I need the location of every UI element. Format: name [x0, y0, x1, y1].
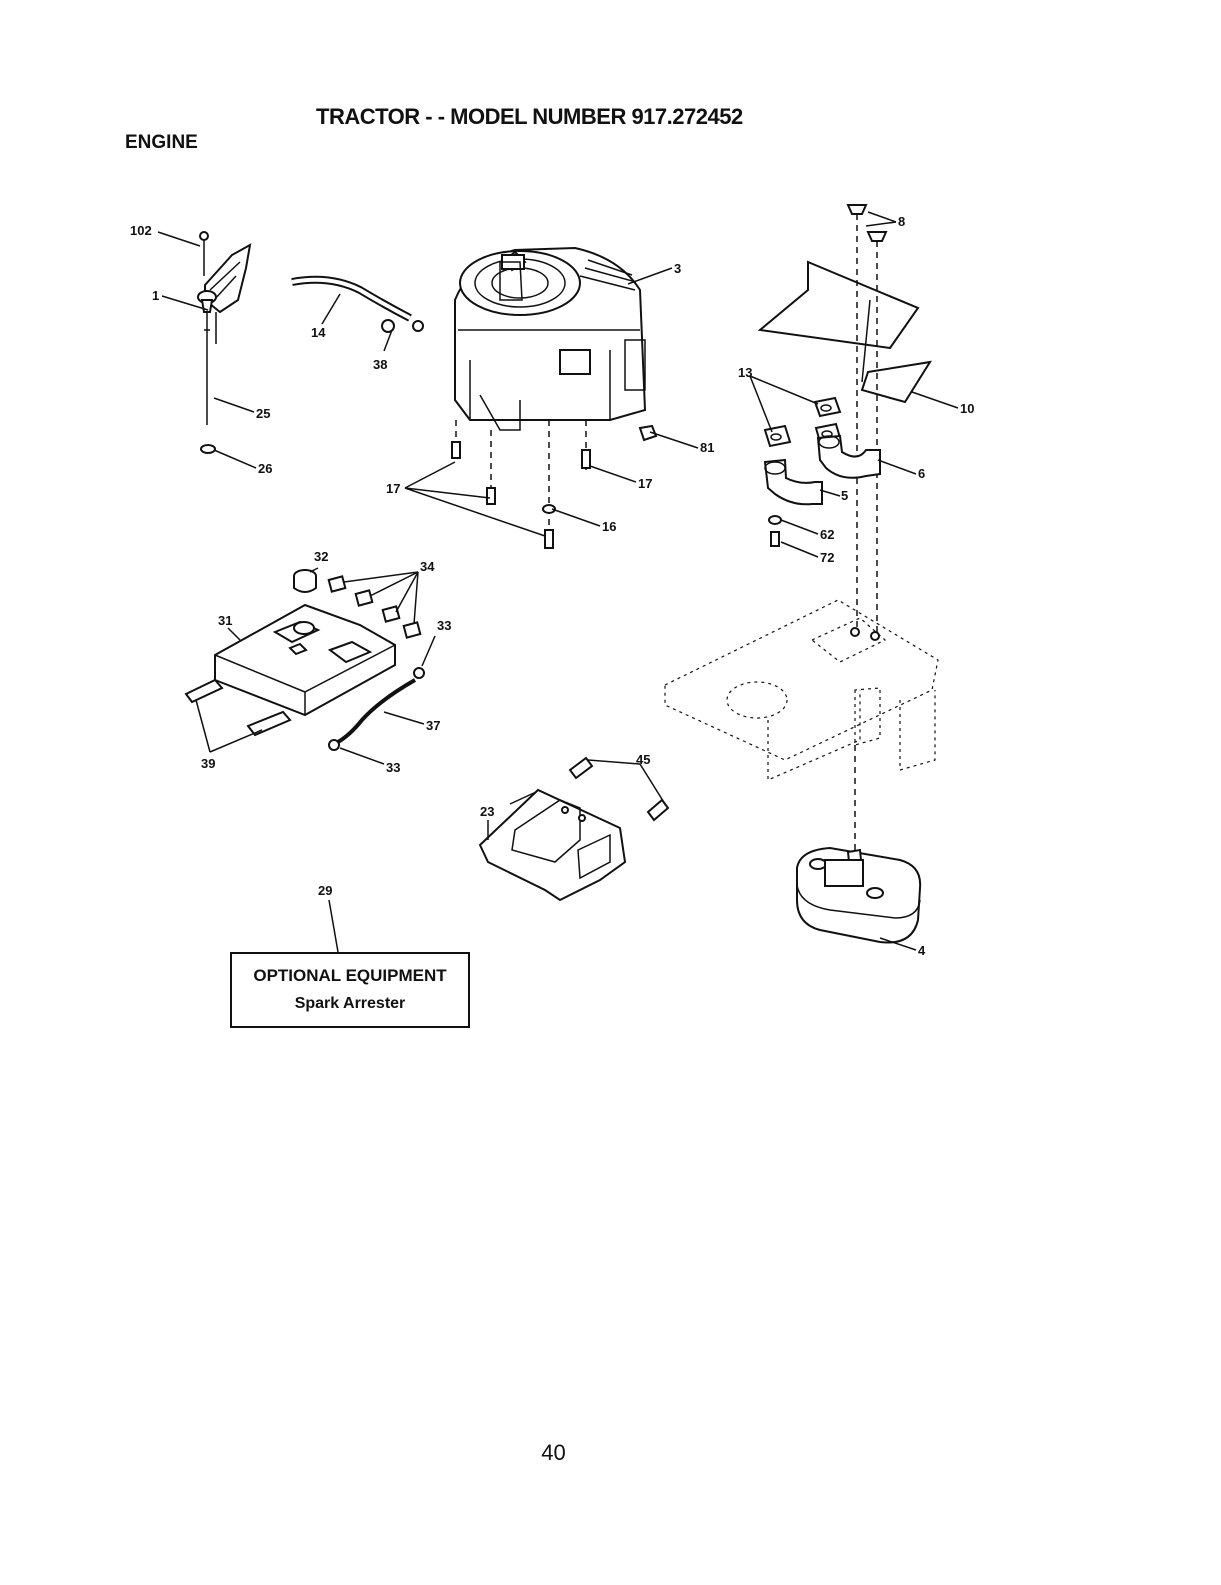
callout-33-top: 33 [437, 619, 451, 633]
dipstick-part [198, 291, 216, 425]
engine-part [455, 248, 645, 430]
muffler-part [797, 848, 920, 943]
callout-14: 14 [311, 326, 325, 340]
mounting-bolts-part [452, 420, 590, 548]
callout-5: 5 [841, 489, 848, 503]
callout-8: 8 [898, 215, 905, 229]
callout-29: 29 [318, 884, 332, 898]
callout-17-left: 17 [386, 482, 400, 496]
callout-1: 1 [152, 289, 159, 303]
callout-38: 38 [373, 358, 387, 372]
optional-equipment-item: Spark Arrester [232, 995, 468, 1013]
washer-62-part [769, 516, 781, 524]
exhaust-pipe-5-part [765, 460, 822, 504]
callout-102: 102 [130, 224, 152, 238]
page-number: 40 [0, 1440, 1107, 1466]
cap-32-part [294, 570, 316, 592]
callout-3: 3 [674, 262, 681, 276]
callout-34: 34 [420, 560, 434, 574]
callout-39: 39 [201, 757, 215, 771]
seal-26-part [201, 445, 215, 453]
callout-4: 4 [918, 944, 925, 958]
callout-33-bottom: 33 [386, 761, 400, 775]
callout-16: 16 [602, 520, 616, 534]
callout-6: 6 [918, 467, 925, 481]
screw-102-part [200, 232, 208, 276]
callout-37: 37 [426, 719, 440, 733]
callout-31: 31 [218, 614, 232, 628]
callout-81: 81 [700, 441, 714, 455]
callout-26: 26 [258, 462, 272, 476]
heat-shield-part [760, 262, 930, 402]
optional-equipment-box: OPTIONAL EQUIPMENT Spark Arrester [230, 952, 470, 1028]
callout-13: 13 [738, 366, 752, 380]
callout-62: 62 [820, 528, 834, 542]
callout-17-right: 17 [638, 477, 652, 491]
screws-8-part [848, 205, 886, 636]
base-plate-31-part [215, 605, 395, 715]
optional-equipment-title: OPTIONAL EQUIPMENT [232, 966, 468, 986]
callout-32: 32 [314, 550, 328, 564]
shield-23-part [480, 790, 625, 900]
callout-25: 25 [256, 407, 270, 421]
bolt-72-part [771, 532, 779, 546]
callout-72: 72 [820, 551, 834, 565]
tractor-frame-part [665, 600, 938, 850]
exhaust-pipe-6-part [818, 436, 880, 478]
callout-23: 23 [480, 805, 494, 819]
callout-45: 45 [636, 753, 650, 767]
callout-10: 10 [960, 402, 974, 416]
